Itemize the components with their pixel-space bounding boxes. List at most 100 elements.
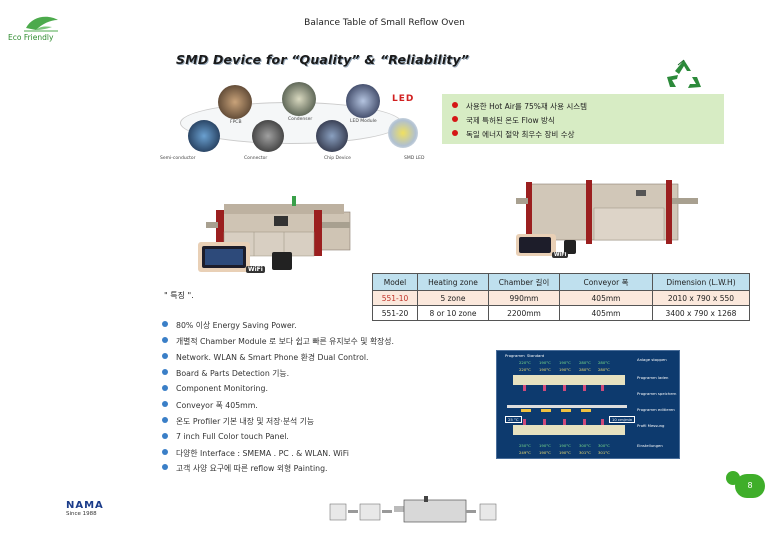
bottom-actual-temp: 249°C [519, 450, 531, 455]
top-actual-temp: 280°C [598, 367, 610, 372]
smd-device-cluster: LED FPCB Condenser LED Module Semi-condu… [160, 80, 430, 162]
table-cell: 405mm [559, 305, 653, 321]
oven-line-illustration [329, 496, 497, 523]
device-led-module [346, 84, 380, 118]
device-chip [316, 120, 348, 152]
feature-item: 7 inch Full Color touch Panel. [162, 432, 289, 441]
blue-bullet-icon [162, 337, 168, 343]
column-header-chamber-length: Chamber 길이 [488, 273, 560, 291]
table-cell: 8 or 10 zone [417, 305, 489, 321]
column-header-model: Model [372, 273, 418, 291]
blue-bullet-icon [162, 417, 168, 423]
red-bullet-icon [452, 130, 458, 136]
panel-menu-item: Programm laden [637, 375, 669, 380]
table-cell: 2200mm [488, 305, 560, 321]
device-label-connector: Connector [244, 156, 268, 161]
table-cell: 990mm [488, 290, 560, 306]
top-set-temp: 220°C [519, 360, 531, 365]
device-label-led-module: LED Module [350, 119, 377, 124]
bottom-set-temp: 190°C [559, 443, 571, 448]
feature-item: 개별적 Chamber Module 로 보다 쉽고 빠른 유지보수 및 확장성… [162, 336, 394, 347]
blue-bullet-icon [162, 369, 168, 375]
bottom-actual-temp: 190°C [539, 450, 551, 455]
panel-menu-item: Einstellungen [637, 443, 663, 448]
device-label-fpcb: FPCB [230, 120, 242, 125]
bottom-actual-temp: 190°C [559, 450, 571, 455]
wifi-badge: WiFi [552, 252, 569, 258]
column-header-dimension: Dimension (L.W.H) [652, 273, 750, 291]
feature-item: Board & Parts Detection 기능. [162, 368, 289, 379]
wifi-badge: WiFi [246, 266, 265, 273]
red-bullet-icon [452, 102, 458, 108]
table-header-row: Model Heating zone Chamber 길이 Conveyor 폭… [372, 273, 750, 291]
table-cell: 3400 x 790 x 1268 [652, 305, 750, 321]
bottom-actual-temp: 301°C [579, 450, 591, 455]
top-set-temp: 190°C [559, 360, 571, 365]
inlet-temp: 25 °C [505, 416, 522, 423]
panel-program-label: Programm [505, 353, 525, 358]
eco-friendly-label: Eco Friendly [8, 33, 54, 42]
bottom-set-temp: 300°C [598, 443, 610, 448]
blue-bullet-icon [162, 401, 168, 407]
feature-item: Conveyor 폭 405mm. [162, 400, 258, 411]
feature-item: Network. WLAN & Smart Phone 환경 Dual Cont… [162, 352, 369, 363]
blue-bullet-icon [162, 385, 168, 391]
table-row: 551-20 8 or 10 zone 2200mm 405mm 3400 x … [372, 305, 750, 321]
device-label-condenser: Condenser [288, 117, 313, 122]
top-actual-temp: 190°C [559, 367, 571, 372]
blue-bullet-icon [162, 321, 168, 327]
product-image-551-10: WiFi [188, 182, 358, 277]
blue-bullet-icon [162, 353, 168, 359]
table-cell: 551-10 [372, 290, 418, 306]
features-heading: " 특징 ". [164, 291, 194, 300]
panel-menu-item: Profil Messung [637, 423, 665, 428]
feature-item: 온도 Profiler 기본 내장 및 저장·분석 기능 [162, 416, 314, 427]
red-bullet-icon [452, 116, 458, 122]
key-feature-item: 국제 특허된 온도 Flow 방식 [452, 115, 555, 126]
product-image-551-20: WiFi [516, 172, 698, 260]
page-number: 8 [735, 474, 765, 498]
feature-item: 80% 이상 Energy Saving Power. [162, 320, 297, 331]
blue-bullet-icon [162, 464, 168, 470]
spec-table: Model Heating zone Chamber 길이 Conveyor 폭… [372, 273, 750, 321]
table-row: 551-10 5 zone 990mm 405mm 2010 x 790 x 5… [372, 290, 750, 306]
feature-item: 다양한 Interface : SMEMA . PC . & WLAN. WiF… [162, 448, 349, 459]
key-feature-item: 독일 에너지 절약 최우수 장비 수상 [452, 129, 575, 140]
bottom-set-temp: 300°C [579, 443, 591, 448]
oven-zone-diagram [507, 375, 627, 435]
device-condenser [282, 82, 316, 116]
conveyor-speed: 10 cm/min [609, 416, 636, 423]
eco-leaf-logo [24, 16, 58, 32]
panel-program-value: Standard [527, 353, 545, 358]
device-smd-led [388, 118, 418, 148]
table-cell: 405mm [559, 290, 653, 306]
top-actual-temp: 220°C [519, 367, 531, 372]
banner-title: SMD Device for “Quality” & “Reliability” [176, 52, 470, 67]
key-features-box: 사용한 Hot Air를 75%재 사용 시스템 국제 특허된 온도 Flow … [442, 94, 724, 144]
touch-panel-screenshot: Programm Standard 220°C 190°C 190°C 280°… [496, 350, 680, 459]
device-connector [252, 120, 284, 152]
top-set-temp: 280°C [579, 360, 591, 365]
device-label-smd-led: SMD LED [404, 156, 425, 161]
top-set-temp: 190°C [539, 360, 551, 365]
blue-bullet-icon [162, 433, 168, 439]
document-title: Balance Table of Small Reflow Oven [304, 18, 465, 28]
device-fpcb [218, 85, 252, 119]
top-actual-temp: 280°C [579, 367, 591, 372]
feature-item: 고객 사양 요구에 따른 reflow 외형 Painting. [162, 463, 328, 474]
table-cell: 2010 x 790 x 550 [652, 290, 750, 306]
panel-menu-item: Programm editieren [637, 407, 675, 412]
blue-bullet-icon [162, 449, 168, 455]
device-semiconductor [188, 120, 220, 152]
nama-logo: NAMA [66, 500, 104, 511]
top-set-temp: 280°C [598, 360, 610, 365]
device-label-semiconductor: Semi-conductor [160, 156, 196, 161]
table-cell: 5 zone [417, 290, 489, 306]
feature-item: Component Monitoring. [162, 384, 268, 393]
bottom-set-temp: 190°C [539, 443, 551, 448]
panel-menu-item: Anlage stoppen [637, 357, 667, 362]
bottom-actual-temp: 301°C [598, 450, 610, 455]
column-header-heating-zone: Heating zone [417, 273, 489, 291]
recycle-icon [667, 59, 701, 88]
table-cell: 551-20 [372, 305, 418, 321]
